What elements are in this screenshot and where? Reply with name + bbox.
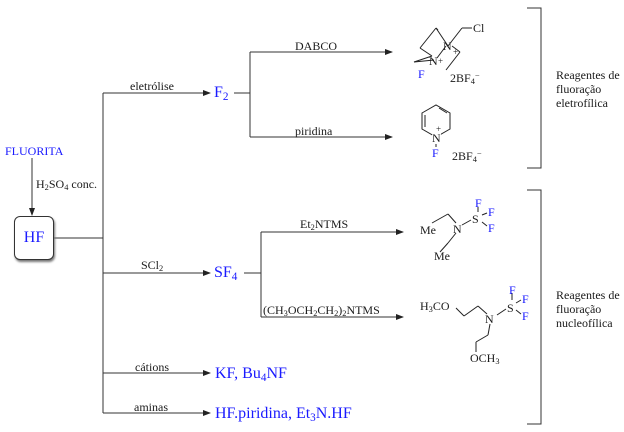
aminas-label: aminas	[134, 400, 168, 414]
dabco-label: DABCO	[295, 39, 338, 53]
dabco-n2: N	[429, 54, 438, 68]
methoxy-ntms-label: (CH3OCH2CH2)2NTMS	[263, 303, 380, 319]
sf4-product: SF4	[214, 264, 238, 283]
eletrolise-label: eletrólise	[130, 79, 174, 93]
dast-structure	[431, 207, 488, 253]
cations-label: cátions	[135, 360, 169, 374]
hf-amine-product: HF.piridina, Et3N.HF	[215, 405, 352, 424]
pyridinium-counterion: 2BF4−	[452, 148, 482, 165]
deoxo-n: N	[485, 312, 494, 326]
deoxo-s: S	[507, 301, 514, 315]
dast-me1: Me	[420, 223, 436, 237]
dast-n: N	[453, 222, 462, 236]
dabco-counterion: 2BF4−	[450, 70, 480, 87]
hf-box: HF	[14, 216, 54, 260]
dast-f3: F	[488, 221, 495, 235]
electrophilic-group-label: Reagentes de fluoração eletrofílica	[556, 68, 620, 110]
dabco-n1: N	[443, 39, 452, 53]
scl2-label: SCl2	[141, 258, 164, 274]
dabco-f: F	[418, 67, 425, 81]
bracket-electrophilic	[527, 7, 542, 169]
dast-me2: Me	[434, 249, 450, 263]
dabco-plus1: +	[453, 47, 459, 57]
dast-s: S	[472, 212, 479, 226]
bracket-nucleophilic	[527, 189, 542, 425]
deoxo-h3co: H3CO	[420, 299, 450, 315]
pyridinium-plus: +	[436, 124, 442, 134]
et2ntms-label: Et2NTMS	[300, 217, 349, 233]
pyridinium-n: N	[432, 131, 441, 145]
kf-product: KF, Bu4NF	[215, 365, 287, 384]
dast-f1: F	[475, 196, 482, 210]
deoxo-och3: OCH3	[470, 351, 500, 367]
fluorita-label: FLUORITA	[5, 144, 64, 158]
deoxofluor-structure	[455, 293, 522, 352]
dabco-structure	[413, 27, 472, 71]
pyridinium-f: F	[432, 146, 439, 160]
dast-f2: F	[488, 205, 495, 219]
h2so4-label: H2SO4 conc.	[36, 177, 98, 193]
deoxo-f1: F	[509, 283, 516, 297]
piridina-label: piridina	[295, 124, 333, 138]
dabco-cl: Cl	[473, 21, 485, 35]
dabco-plus2: +	[438, 56, 444, 66]
f2-product: F2	[214, 84, 229, 103]
deoxo-f2: F	[522, 292, 529, 306]
deoxo-f3: F	[522, 309, 529, 323]
nucleophilic-group-label: Reagentes de fluoração nucleofílica	[556, 288, 620, 330]
hf-label: HF	[23, 229, 45, 246]
